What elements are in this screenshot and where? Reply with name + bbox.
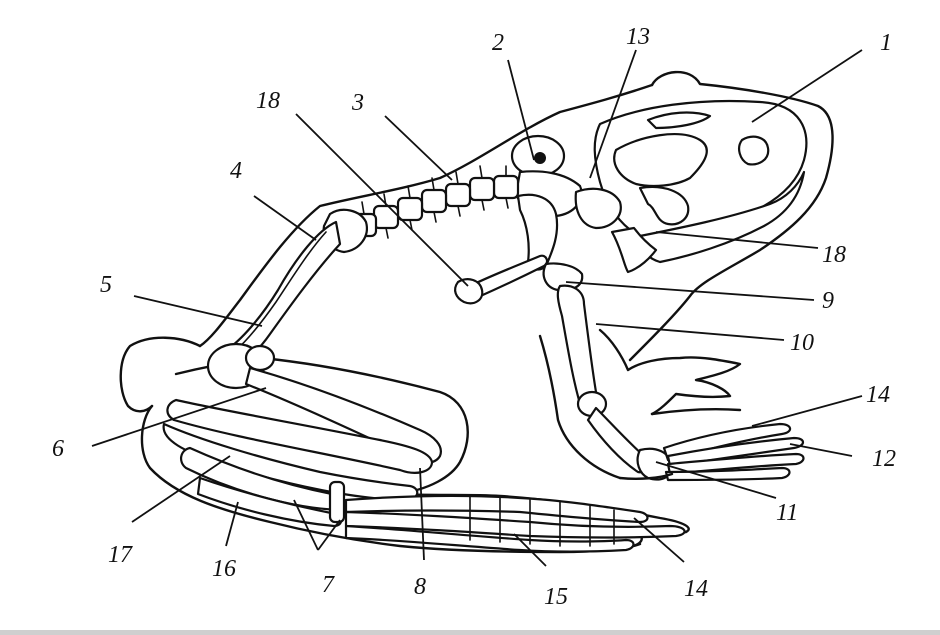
toe-joints bbox=[469, 495, 615, 547]
label-1: 1 bbox=[880, 30, 892, 56]
nasal-window bbox=[738, 135, 770, 166]
label-2: 2 bbox=[492, 30, 504, 56]
label-5: 5 bbox=[100, 272, 112, 298]
scapula-shoulder-joint bbox=[542, 262, 584, 292]
leader-15 bbox=[513, 533, 547, 567]
finger-4 bbox=[664, 466, 791, 482]
label-7: 7 bbox=[322, 572, 335, 598]
label-10: 10 bbox=[790, 330, 814, 356]
leader-3 bbox=[384, 115, 453, 181]
leader-7b bbox=[317, 519, 341, 551]
leader-18b bbox=[655, 231, 819, 249]
coracoid bbox=[454, 278, 484, 305]
label-13: 13 bbox=[626, 24, 650, 50]
hand-outline bbox=[598, 328, 742, 416]
ilium-inner bbox=[233, 231, 327, 353]
lower-jaw bbox=[610, 226, 658, 274]
leader-8 bbox=[419, 467, 425, 561]
label-14-upper: 14 bbox=[866, 382, 890, 408]
label-15: 15 bbox=[544, 584, 568, 610]
label-17: 17 bbox=[108, 542, 133, 568]
vertebra-6 bbox=[372, 204, 400, 230]
leader-17 bbox=[131, 455, 231, 523]
vertebra-4 bbox=[420, 188, 448, 214]
orbit-window bbox=[613, 133, 708, 188]
label-18-lower: 18 bbox=[822, 242, 846, 268]
leader-4 bbox=[253, 195, 317, 241]
leader-12 bbox=[789, 443, 853, 457]
number-labels: 1 2 3 4 5 6 7 8 9 10 11 12 13 14 14 15 1… bbox=[52, 24, 896, 610]
vertebra-5 bbox=[396, 196, 424, 222]
pelvic-girdle bbox=[206, 220, 342, 390]
bottom-divider bbox=[0, 630, 940, 635]
hip-bump bbox=[119, 336, 202, 413]
back-outline bbox=[628, 70, 834, 362]
metatarsal-2 bbox=[344, 510, 686, 539]
leader-6 bbox=[91, 387, 267, 447]
carpals bbox=[636, 447, 674, 481]
ear-opening bbox=[534, 152, 546, 164]
skull bbox=[593, 99, 808, 274]
transverse-processes bbox=[361, 165, 509, 239]
vertebra-1 bbox=[492, 174, 520, 200]
upper-jaw bbox=[638, 170, 806, 264]
label-12: 12 bbox=[872, 446, 896, 472]
heel-joint bbox=[328, 480, 346, 524]
label-16: 16 bbox=[212, 556, 236, 582]
sphenethmoid bbox=[574, 187, 622, 230]
leader-14b bbox=[633, 517, 685, 563]
leader-7a bbox=[293, 499, 319, 551]
hind-limb bbox=[162, 366, 686, 553]
metatarsal-3 bbox=[344, 524, 635, 553]
femur bbox=[244, 366, 442, 464]
leader-lines bbox=[91, 49, 863, 567]
label-4: 4 bbox=[230, 158, 242, 184]
leader-9 bbox=[565, 281, 815, 301]
label-18-upper: 18 bbox=[256, 88, 280, 114]
label-14-lower: 14 bbox=[684, 576, 708, 602]
femur-head bbox=[244, 344, 276, 372]
label-8: 8 bbox=[414, 574, 426, 600]
leader-11 bbox=[655, 461, 777, 499]
leader-13 bbox=[589, 49, 637, 179]
leader-18a bbox=[295, 113, 469, 287]
dorsal-outline bbox=[198, 83, 654, 348]
leader-2 bbox=[507, 59, 535, 161]
vertebra-3 bbox=[444, 182, 472, 208]
leader-5 bbox=[133, 295, 263, 327]
label-3: 3 bbox=[351, 90, 364, 116]
finger-3 bbox=[666, 452, 805, 476]
label-9: 9 bbox=[822, 288, 834, 314]
vertebra-2 bbox=[468, 176, 496, 202]
belly-outline bbox=[538, 334, 622, 480]
forearm-outline bbox=[618, 408, 742, 480]
leader-1 bbox=[751, 49, 863, 123]
quadrate bbox=[638, 185, 690, 226]
leader-16 bbox=[225, 501, 239, 547]
label-11: 11 bbox=[776, 500, 798, 526]
orbit-slit bbox=[646, 111, 712, 130]
leader-14a bbox=[751, 395, 863, 427]
leader-10 bbox=[595, 323, 785, 341]
label-6: 6 bbox=[52, 436, 64, 462]
fore-limb bbox=[454, 193, 805, 482]
